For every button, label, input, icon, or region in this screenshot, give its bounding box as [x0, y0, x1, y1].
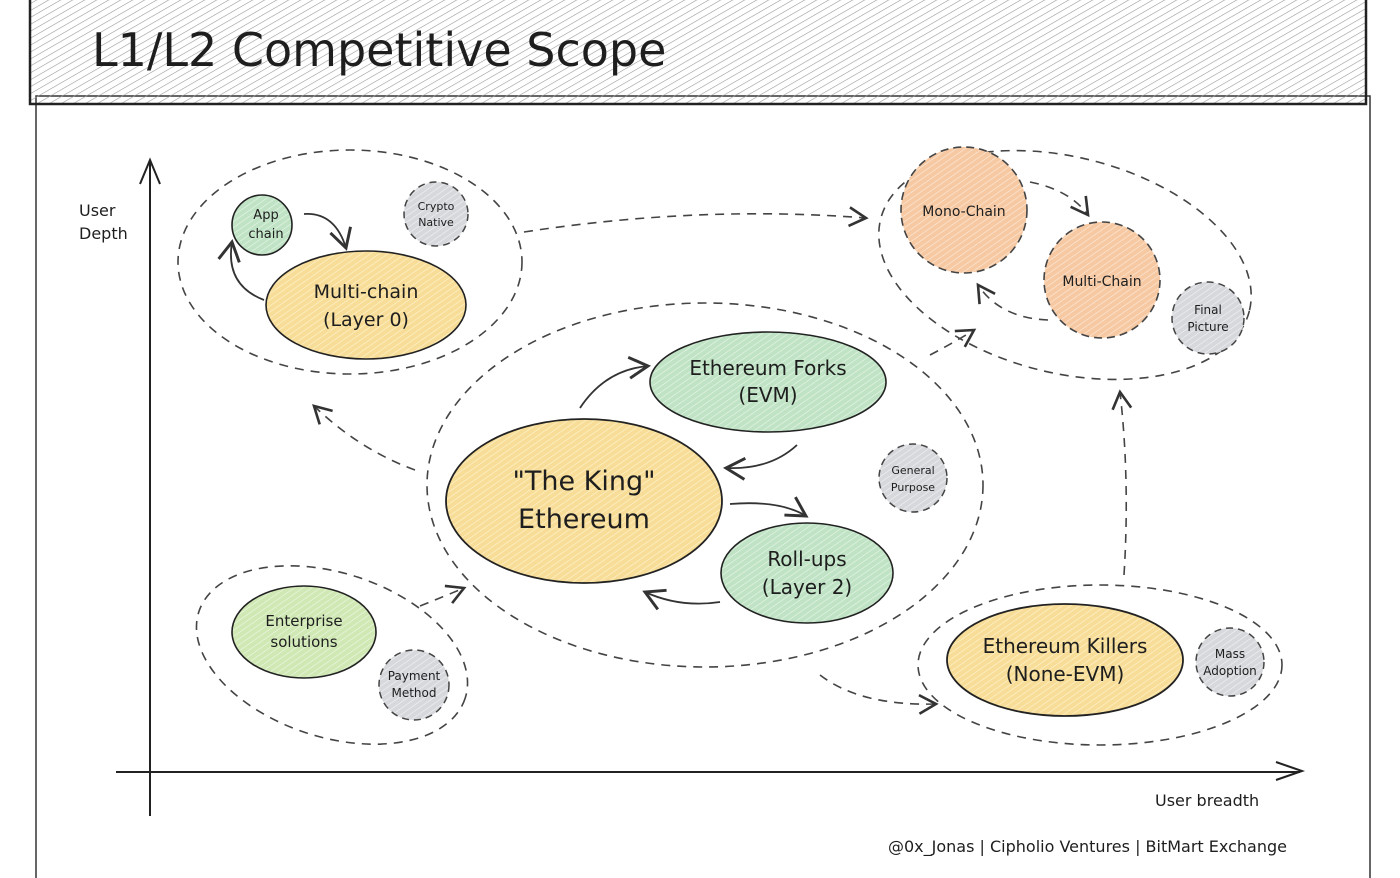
tag-payment-method-line1: Payment [388, 669, 441, 683]
node-ethereum: "The King" Ethereum [445, 418, 723, 584]
tag-mass-adoption: Mass Adoption [1195, 627, 1265, 697]
tag-final-picture-line1: Final [1194, 303, 1222, 317]
node-enterprise-line2: solutions [270, 633, 337, 651]
node-enterprise-line1: Enterprise [265, 612, 342, 630]
y-axis-arrowhead-icon [139, 157, 161, 185]
tag-general-purpose-line1: General [891, 464, 934, 477]
group-outline-center [426, 302, 984, 668]
node-rollups-line1: Roll-ups [767, 547, 846, 571]
arrow-killers-to-final [1111, 389, 1133, 576]
tag-crypto-native-line2: Native [418, 216, 454, 229]
node-ethereum-forks: Ethereum Forks (EVM) [649, 331, 887, 433]
node-multi-chain-layer0-line2: (Layer 0) [323, 309, 409, 331]
arrow-multichain-to-appchain [217, 239, 265, 301]
arrow-forks-to-ethereum [722, 444, 798, 481]
tag-general-purpose: General Purpose [878, 443, 948, 513]
arrow-center-to-layer0 [312, 404, 416, 471]
arrow-center-to-final [929, 328, 977, 356]
arrow-ethereum-to-forks [579, 355, 652, 409]
node-mono-chain-label: Mono-Chain [922, 204, 1005, 220]
tag-final-picture-line2: Picture [1187, 320, 1228, 334]
node-multi-chain-final-label: Multi-Chain [1062, 274, 1141, 290]
page-title: L1/L2 Competitive Scope [92, 23, 666, 77]
node-ethereum-line2: Ethereum [518, 504, 650, 535]
group-outline-top-right [878, 149, 1252, 381]
axes: User Depth User breadth [79, 157, 1306, 816]
arrow-ethereum-to-rollups [729, 496, 809, 518]
node-ethereum-killers-line2: (None-EVM) [1006, 662, 1125, 686]
arrow-rollups-to-ethereum [642, 588, 721, 611]
title-banner-background [28, 0, 1368, 106]
y-axis-label-line1: User [79, 201, 116, 220]
group-outline-bottom-left [195, 565, 469, 745]
title-banner: L1/L2 Competitive Scope [28, 0, 1368, 106]
node-ethereum-killers-line1: Ethereum Killers [983, 634, 1148, 658]
y-axis-label-line2: Depth [79, 224, 128, 243]
tag-crypto-native: Crypto Native [403, 181, 469, 247]
node-multi-chain-layer0: Multi-chain (Layer 0) [265, 250, 467, 360]
node-multi-chain-layer0-line1: Multi-chain [314, 281, 419, 303]
group-outline-top-left [177, 149, 523, 375]
tag-mass-adoption-line1: Mass [1215, 647, 1245, 661]
x-axis-arrowhead-icon [1275, 761, 1306, 781]
arrow-layer0-to-final [523, 206, 869, 233]
node-app-chain-line1: App [253, 208, 278, 223]
arrow-multi-to-mono [976, 282, 1049, 321]
arrow-center-to-killers [819, 674, 939, 715]
node-rollups: Roll-ups (Layer 2) [720, 522, 894, 624]
tag-mass-adoption-line2: Adoption [1203, 664, 1257, 678]
tag-final-picture: Final Picture [1171, 281, 1245, 355]
node-enterprise-solutions: Enterprise solutions [231, 585, 377, 679]
node-mono-chain: Mono-Chain [900, 146, 1028, 274]
arrow-appchain-to-multichain [303, 213, 352, 251]
arrow-mono-to-multi [1029, 181, 1090, 218]
tag-payment-method-line2: Method [391, 686, 436, 700]
arrow-enterprise-to-center [419, 584, 467, 607]
node-app-chain-line2: chain [248, 227, 283, 242]
tag-crypto-native-line1: Crypto [418, 200, 455, 213]
node-rollups-line2: (Layer 2) [762, 575, 852, 599]
node-ethereum-line1: "The King" [512, 466, 655, 497]
node-ethereum-forks-line2: (EVM) [738, 383, 797, 407]
tag-payment-method: Payment Method [378, 649, 450, 721]
x-axis-label: User breadth [1155, 791, 1259, 810]
node-multi-chain-final: Multi-Chain [1043, 221, 1161, 339]
node-ethereum-forks-line1: Ethereum Forks [689, 356, 846, 380]
node-ethereum-killers: Ethereum Killers (None-EVM) [946, 603, 1184, 717]
group-outline-bottom-right [917, 584, 1283, 746]
tag-general-purpose-line2: Purpose [891, 481, 935, 494]
credit-text: @0x_Jonas | Cipholio Ventures | BitMart … [888, 837, 1287, 857]
node-app-chain: App chain [231, 194, 293, 256]
